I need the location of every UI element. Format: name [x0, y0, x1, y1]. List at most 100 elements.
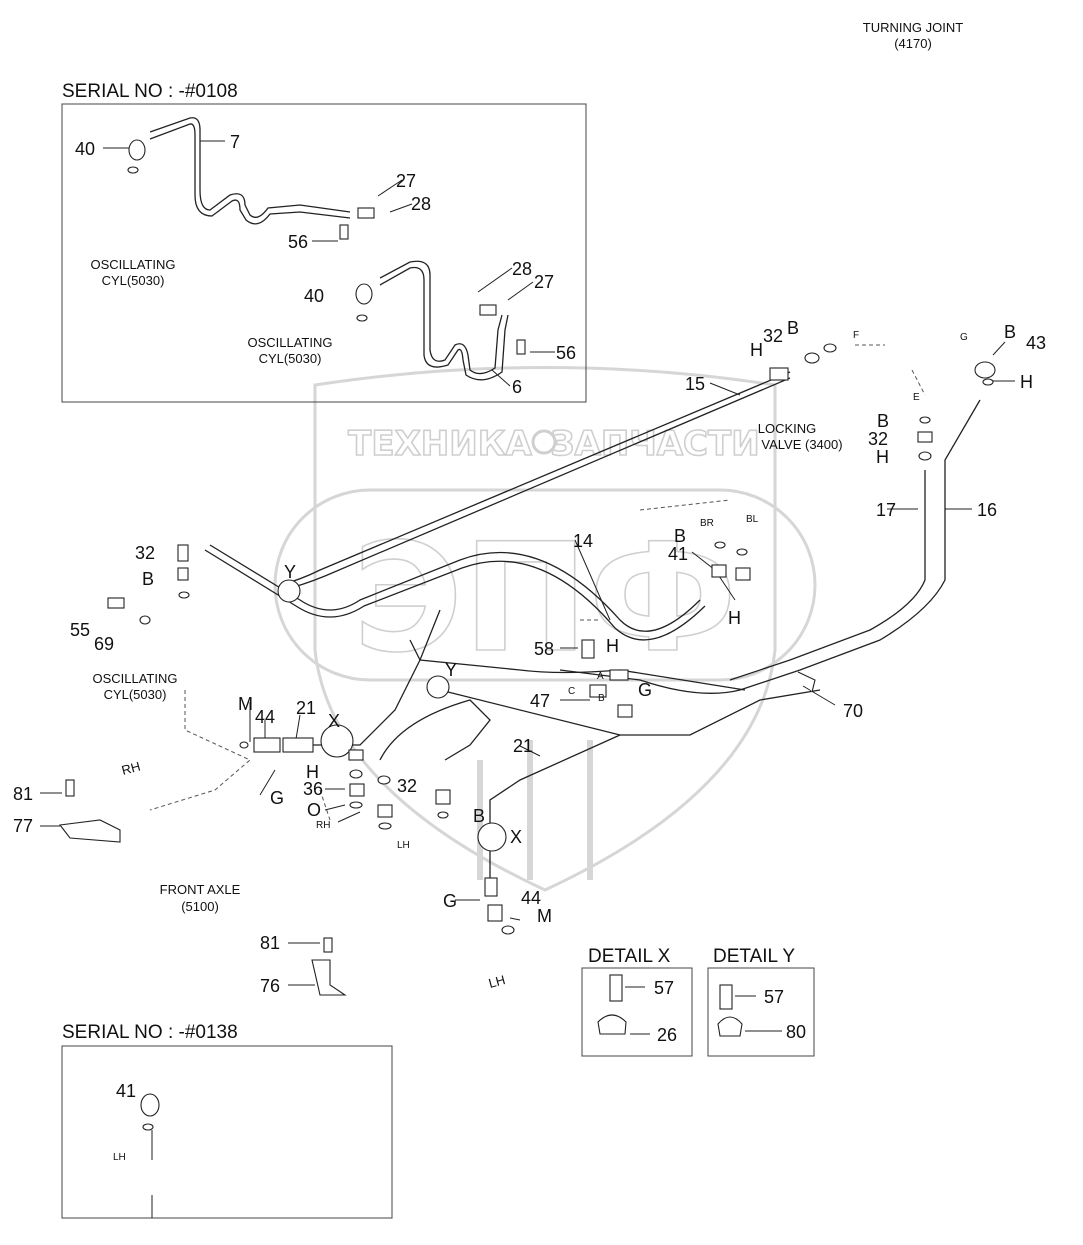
callout-cC: C [568, 686, 575, 697]
callout-cLH1: LH [397, 840, 410, 851]
callout-c32b: 32 [868, 429, 888, 449]
callout-c26: 26 [657, 1025, 677, 1045]
osc-cyl-label-2: OSCILLATING [247, 335, 332, 350]
locking-valve-label: LOCKING [758, 421, 817, 436]
callout-c40a: 40 [75, 139, 95, 159]
callout-c28a: 28 [411, 194, 431, 214]
hose-7-b [149, 123, 351, 225]
hose-14 [209, 544, 701, 632]
serial-top-title: SERIAL NO : -#0108 [62, 81, 238, 102]
callout-c41b: 41 [116, 1081, 136, 1101]
front-axle-label: FRONT AXLE [160, 882, 241, 897]
leader-dash-2 [149, 690, 331, 821]
callout-cBa: B [787, 318, 799, 338]
watermark-right: ЗАПЧАСТИ [550, 424, 759, 464]
callouts: 40 7 27 28 56 40 28 27 56 6 32 B F H 15 … [13, 132, 1046, 1163]
callout-cY2: Y [445, 660, 457, 680]
watermark-shield [313, 366, 777, 892]
callout-c21a: 21 [296, 698, 316, 718]
front-axle-code: (5100) [181, 899, 219, 914]
callout-cHc: H [876, 447, 889, 467]
callout-c17: 17 [876, 500, 896, 520]
watermark-gear-icon [531, 429, 557, 455]
hose-16 [559, 399, 981, 694]
callout-cBb: B [1004, 322, 1016, 342]
callout-cLH3: LH [113, 1152, 126, 1163]
callout-c77: 77 [13, 816, 33, 836]
callout-cX1: X [328, 711, 340, 731]
callout-c36: 36 [303, 779, 323, 799]
callout-c27a: 27 [396, 171, 416, 191]
callout-c41a: 41 [668, 544, 688, 564]
callout-cBR: BR [700, 518, 714, 529]
osc-cyl-label-3: OSCILLATING [92, 671, 177, 686]
callout-c56a: 56 [288, 232, 308, 252]
callout-cHb: H [1020, 372, 1033, 392]
callout-cFa: F [853, 330, 859, 341]
callout-cLH2: LH [487, 972, 507, 991]
parts [58, 139, 996, 1131]
hose-21c [379, 699, 491, 761]
watermark-logo: ЭПФ [353, 512, 737, 686]
leader-dash-1 [580, 344, 926, 621]
callout-cHe: H [606, 636, 619, 656]
watermark-wheat-icon [477, 740, 593, 880]
callout-c47: 47 [530, 691, 550, 711]
hose-14-b [204, 549, 706, 641]
hose-21b [489, 734, 621, 880]
callout-c81a: 81 [13, 784, 33, 804]
turning-joint-code: (4170) [894, 36, 932, 51]
callout-c70: 70 [843, 701, 863, 721]
detail-y-title: DETAIL Y [713, 946, 795, 967]
callout-cBe: B [142, 569, 154, 589]
callout-cGb: G [638, 680, 652, 700]
osc-cyl-label-1: OSCILLATING [90, 257, 175, 272]
osc-cyl-code-2: CYL(5030) [259, 351, 322, 366]
callout-cG1: G [270, 788, 284, 808]
callout-c57a: 57 [654, 978, 674, 998]
hose-6-b [379, 266, 509, 381]
callout-cO: O [307, 800, 321, 820]
callout-cHa: H [750, 340, 763, 360]
callout-c44b: 44 [521, 888, 541, 908]
callout-cA: A [597, 671, 604, 682]
osc-cyl-code-3: CYL(5030) [104, 687, 167, 702]
callout-cH1: H [306, 762, 319, 782]
callout-c55: 55 [70, 620, 90, 640]
callout-cBL: BL [746, 514, 759, 525]
callout-cGc: G [443, 891, 457, 911]
callout-cM1: M [238, 694, 253, 714]
callout-cBd: B [674, 526, 686, 546]
callout-c80: 80 [786, 1022, 806, 1042]
callout-cX2: X [510, 827, 522, 847]
callout-c15: 15 [685, 374, 705, 394]
detail-x-title: DETAIL X [588, 946, 671, 967]
serial-bottom-box [61, 1045, 393, 1219]
callout-c43: 43 [1026, 333, 1046, 353]
callout-cHd: H [728, 608, 741, 628]
hose-long-2 [439, 689, 821, 736]
callout-c32c: 32 [135, 543, 155, 563]
callout-c16: 16 [977, 500, 997, 520]
detail-x-box [581, 967, 693, 1057]
serial-top-box [61, 103, 587, 403]
callout-c6: 6 [512, 377, 522, 397]
callout-c27b: 27 [534, 272, 554, 292]
callout-cBg: B [473, 806, 485, 826]
locking-valve-code: VALVE (3400) [761, 437, 842, 452]
watermark: ЭПФ ТЕХНИКА ЗАПЧАСТИ [273, 366, 817, 892]
callout-c21b: 21 [513, 736, 533, 756]
turning-joint-label: TURNING JOINT [863, 20, 963, 35]
callout-c14: 14 [573, 531, 593, 551]
callout-c32d: 32 [397, 776, 417, 796]
callout-c32a: 32 [763, 326, 783, 346]
callout-cRH2: RH [120, 759, 142, 778]
callout-c81b: 81 [260, 933, 280, 953]
osc-cyl-code-1: CYL(5030) [102, 273, 165, 288]
callout-c28b: 28 [512, 259, 532, 279]
watermark-left: ТЕХНИКА [348, 424, 532, 464]
callout-c40b: 40 [304, 286, 324, 306]
callout-cBc: B [877, 411, 889, 431]
callout-c58: 58 [534, 639, 554, 659]
serial-bottom-title: SERIAL NO : -#0138 [62, 1022, 238, 1043]
